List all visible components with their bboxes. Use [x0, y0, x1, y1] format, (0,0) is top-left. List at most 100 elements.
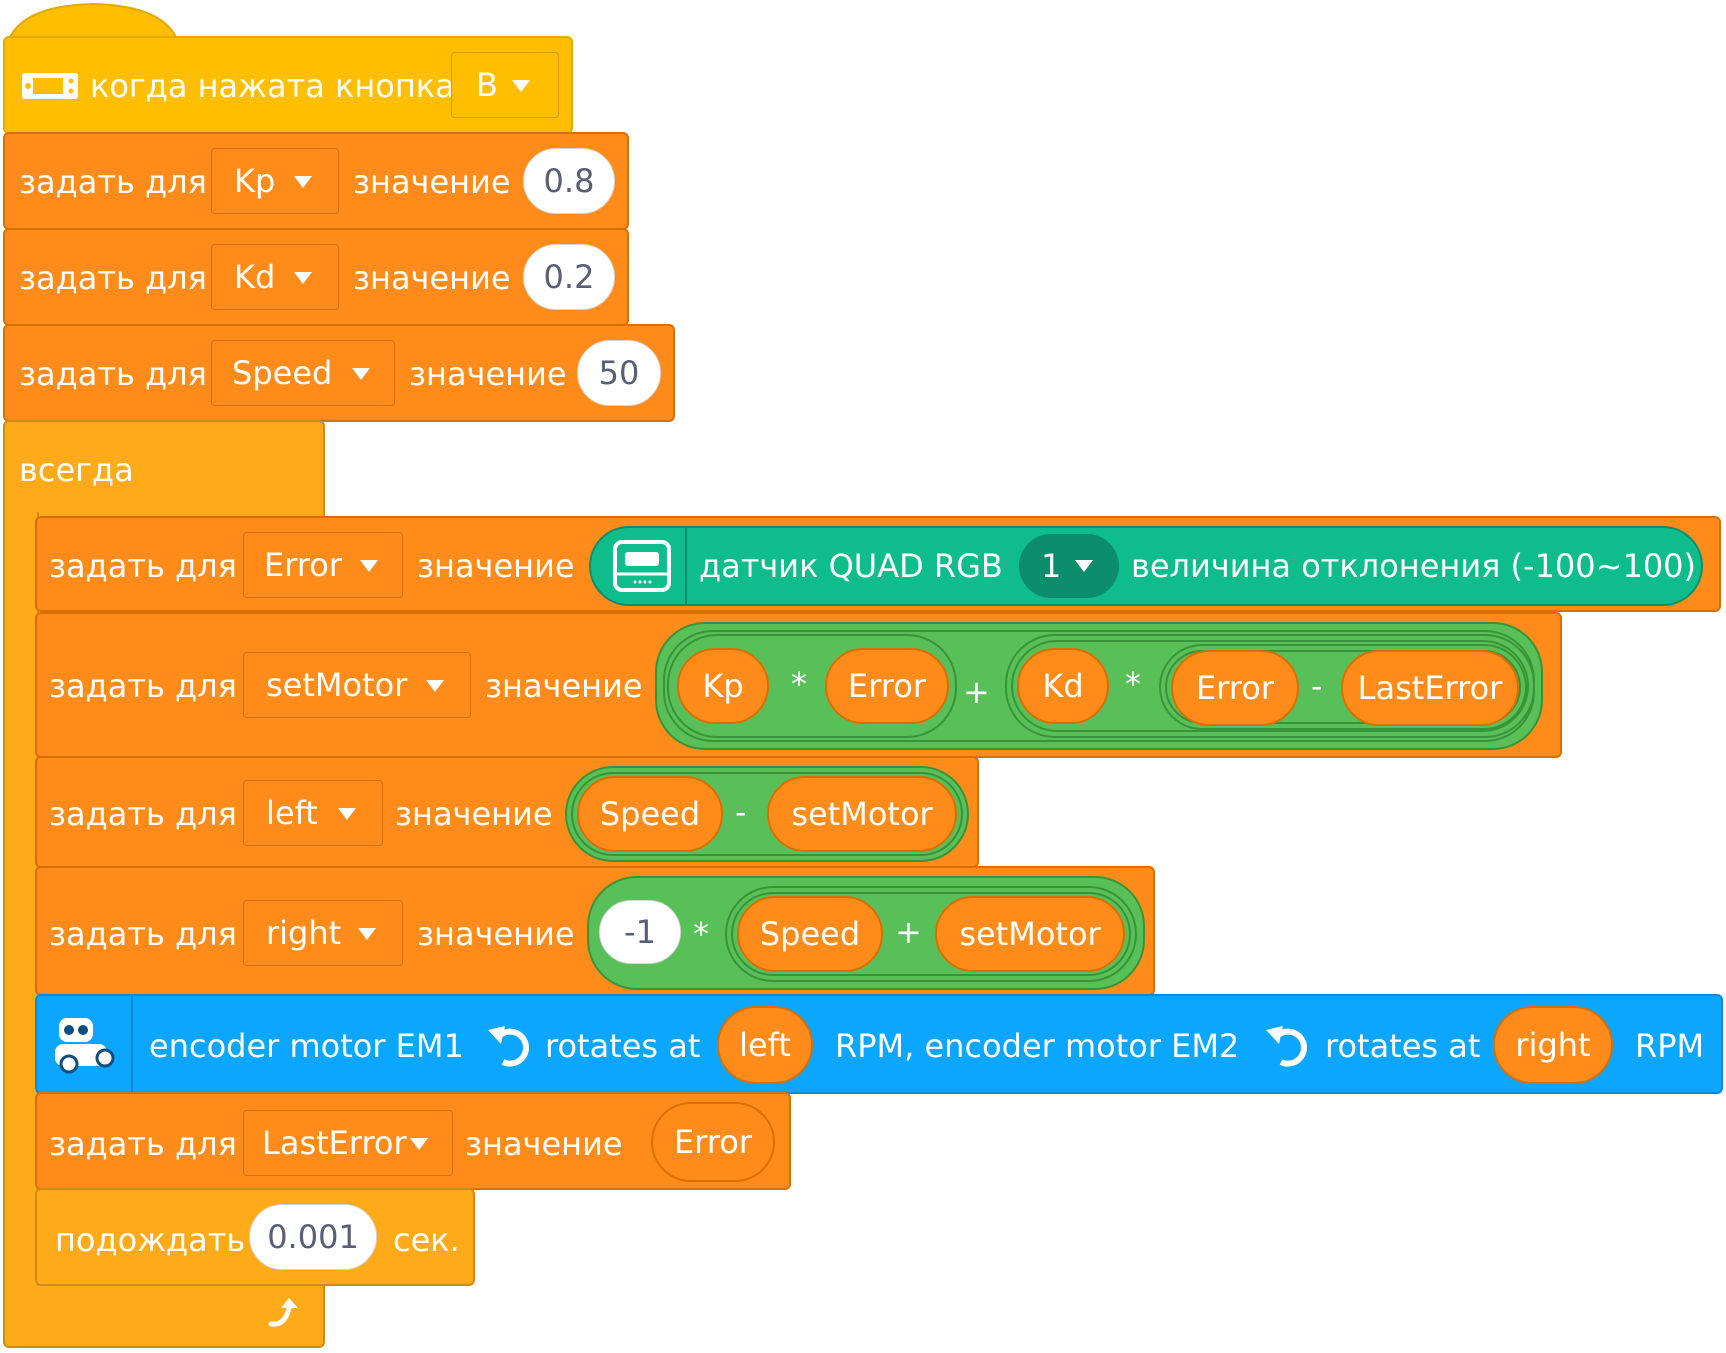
rpm-label: RPM: [1635, 1027, 1705, 1065]
variable-dropdown[interactable]: left: [243, 780, 383, 846]
variable-dropdown[interactable]: Error: [243, 532, 403, 598]
board-icon: [22, 73, 78, 99]
left-reporter[interactable]: left: [717, 1006, 813, 1084]
value-label: значение: [395, 795, 553, 833]
chevron-down-icon: [360, 560, 378, 572]
variable-dropdown[interactable]: Speed: [211, 340, 395, 406]
chevron-down-icon: [512, 80, 530, 92]
add-operator-ring: [731, 892, 1131, 976]
set-kd-block[interactable]: задать для Kd значение 0.2: [3, 228, 629, 326]
set-lasterror-block[interactable]: задать для LastError значение Error: [35, 1092, 791, 1190]
set-label: задать для: [49, 915, 237, 953]
set-right-block[interactable]: задать для right значение -1 * Speed + s…: [35, 866, 1155, 996]
value-input[interactable]: 0.2: [523, 244, 615, 310]
variable-dropdown[interactable]: Kd: [211, 244, 339, 310]
set-label: задать для: [19, 259, 207, 297]
rotates-label: rotates at: [1325, 1027, 1481, 1065]
value-label: значение: [417, 547, 575, 585]
multiply-operator-ring: [1011, 640, 1529, 732]
loop-arrow-icon: [268, 1298, 298, 1327]
kp-reporter[interactable]: Kp: [677, 648, 769, 724]
when-button-pressed-block[interactable]: когда нажата кнопка B: [3, 36, 573, 134]
forever-block[interactable]: всегда: [3, 420, 325, 516]
multiply-operator[interactable]: -1 * Speed + setMotor: [587, 876, 1145, 990]
lasterror-reporter[interactable]: LastError: [1341, 650, 1519, 726]
error-reporter[interactable]: Error: [1171, 650, 1299, 726]
setmotor-reporter[interactable]: setMotor: [767, 776, 957, 852]
motor1-label: encoder motor EM1: [149, 1027, 464, 1065]
variable-name: Kp: [234, 162, 276, 200]
variable-dropdown[interactable]: setMotor: [243, 652, 471, 718]
add-operator[interactable]: Kp * Error + Kd * Error - LastError: [655, 622, 1543, 750]
rotate-ccw-icon: [1266, 1026, 1307, 1067]
rotates-label: rotates at: [545, 1027, 701, 1065]
forever-footer: [3, 1286, 325, 1348]
add-operator[interactable]: Speed + setMotor: [725, 886, 1137, 982]
set-error-block[interactable]: задать для Error значение датчик QUAD RG…: [35, 516, 1721, 612]
error-reporter[interactable]: Error: [825, 648, 949, 724]
value-input[interactable]: 0.8: [523, 148, 615, 214]
button-value: B: [476, 66, 498, 104]
multiply-operator-kd[interactable]: Kd * Error - LastError: [1005, 634, 1535, 738]
set-label: задать для: [49, 667, 237, 705]
set-speed-block[interactable]: задать для Speed значение 50: [3, 324, 675, 422]
kd-reporter[interactable]: Kd: [1017, 648, 1109, 724]
set-label: задать для: [19, 163, 207, 201]
chevron-down-icon: [338, 808, 356, 820]
multiply-label: *: [693, 915, 709, 953]
set-left-block[interactable]: задать для left значение Speed - setMoto…: [35, 756, 979, 868]
set-kp-block[interactable]: задать для Kp значение 0.8: [3, 132, 629, 230]
quad-rgb-sensor-icon: [613, 540, 671, 592]
value-input[interactable]: 50: [577, 340, 661, 406]
forever-arm: [3, 512, 39, 1290]
chevron-down-icon: [426, 680, 444, 692]
variable-name: Speed: [232, 354, 333, 392]
subtract-operator[interactable]: Error - LastError: [1159, 644, 1527, 730]
chevron-down-icon: [294, 176, 312, 188]
subtract-operator-ring: [1165, 650, 1521, 724]
error-reporter[interactable]: Error: [651, 1102, 775, 1182]
neg-one-input[interactable]: -1: [599, 900, 681, 964]
port-dropdown[interactable]: 1: [1019, 534, 1119, 598]
variable-name: Error: [264, 546, 342, 584]
encoder-motor-block[interactable]: encoder motor EM1 rotates at left RPM, e…: [35, 994, 1723, 1094]
variable-name: LastError: [262, 1124, 407, 1162]
subtract-operator-ring: [571, 772, 963, 856]
setmotor-reporter[interactable]: setMotor: [935, 896, 1125, 972]
wait-block[interactable]: подождать 0.001 сек.: [35, 1188, 475, 1286]
set-setmotor-block[interactable]: задать для setMotor значение Kp * Error …: [35, 612, 1562, 758]
wait-unit: сек.: [393, 1221, 460, 1259]
multiply-label: *: [791, 665, 807, 703]
chevron-down-icon: [1075, 560, 1093, 572]
icon-divider: [685, 528, 687, 604]
variable-name: setMotor: [266, 666, 408, 704]
variable-name: Kd: [234, 258, 276, 296]
wait-input[interactable]: 0.001: [249, 1204, 377, 1270]
port-value: 1: [1041, 547, 1062, 585]
set-label: задать для: [49, 547, 237, 585]
quad-rgb-sensor-reporter[interactable]: датчик QUAD RGB 1 величина отклонения (-…: [589, 526, 1703, 606]
icon-divider: [131, 996, 133, 1092]
plus-label: +: [963, 673, 990, 711]
minus-label: -: [1311, 667, 1323, 705]
set-label: задать для: [49, 795, 237, 833]
rotate-ccw-icon: [488, 1026, 529, 1067]
right-reporter[interactable]: right: [1493, 1006, 1613, 1084]
chevron-down-icon: [352, 368, 370, 380]
variable-name: right: [266, 914, 342, 952]
button-dropdown[interactable]: B: [451, 52, 559, 118]
variable-dropdown[interactable]: LastError: [243, 1110, 453, 1176]
value-label: значение: [417, 915, 575, 953]
sensor-label: датчик QUAD RGB: [699, 547, 1003, 585]
variable-dropdown[interactable]: right: [243, 900, 403, 966]
value-label: значение: [353, 163, 511, 201]
variable-name: left: [266, 794, 318, 832]
speed-reporter[interactable]: Speed: [577, 776, 723, 852]
value-label: значение: [409, 355, 567, 393]
chevron-down-icon: [294, 272, 312, 284]
multiply-operator-kp[interactable]: Kp * Error: [667, 634, 957, 738]
subtract-operator[interactable]: Speed - setMotor: [565, 766, 969, 862]
speed-reporter[interactable]: Speed: [737, 896, 883, 972]
robot-icon: [55, 1018, 115, 1074]
variable-dropdown[interactable]: Kp: [211, 148, 339, 214]
